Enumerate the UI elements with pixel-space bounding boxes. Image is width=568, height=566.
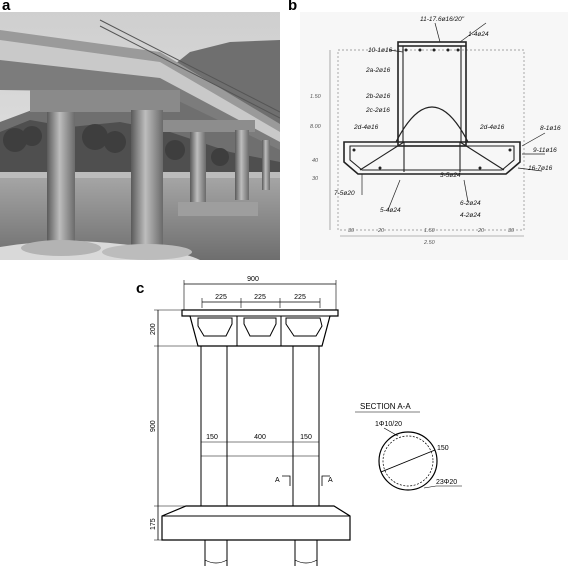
sketch-label-bar-9: 9-11ø16 xyxy=(533,147,557,154)
sketch-label-bar-16: 16-7ø16 xyxy=(528,165,553,172)
cad-column-dim-1: 150 xyxy=(206,434,218,441)
sketch-dim-bottom-150: 1.50 xyxy=(424,228,436,234)
pier-cad-drawing: 900 225 225 225 200 900 175 150 400 150 … xyxy=(150,276,462,566)
bridge-photo xyxy=(0,12,280,260)
sketch-label-bar-2b: 2b-2ø16 xyxy=(365,93,391,100)
sketch-dim-150: 1.50 xyxy=(310,94,322,100)
cad-section-title: SECTION A-A xyxy=(360,402,411,411)
cad-sub-dim-3: 225 xyxy=(294,294,306,301)
sketch-dim-40: 40 xyxy=(312,158,319,164)
panel-label-c: c xyxy=(136,280,145,297)
sketch-dim-bottom-20: 20 xyxy=(377,228,385,234)
sketch-dim-bottom-20r: 20 xyxy=(477,228,485,234)
cad-column-dim-3: 150 xyxy=(300,434,312,441)
sketch-label-bar-10: 10-1ø16 xyxy=(368,47,393,54)
sketch-label-bar-8: 8-1ø16 xyxy=(540,125,561,132)
cad-section-marker-right: A xyxy=(328,477,333,484)
sketch-label-bar-7: 7-5ø20 xyxy=(334,190,355,197)
sketch-label-bar-5: 5-4ø24 xyxy=(380,207,401,214)
sketch-label-top-bar: 11-17.6ø16/20" xyxy=(420,16,465,23)
panel-label-a: a xyxy=(2,0,11,14)
sketch-label-bar-2a: 2a-2ø16 xyxy=(365,67,391,74)
sketch-label-bar-1: 1-4ø24 xyxy=(468,31,489,38)
sketch-dim-total: 2.50 xyxy=(423,240,436,246)
panel-label-b: b xyxy=(288,0,298,14)
cad-section-marker-left: A xyxy=(275,477,280,484)
cad-left-dim-900: 900 xyxy=(150,420,157,432)
sketch-label-bar-4: 4-2ø24 xyxy=(460,212,481,219)
reinforcement-sketch: 11-17.6ø16/20" 1-4ø24 10-1ø16 2a-2ø16 2b… xyxy=(300,12,568,260)
cad-column-dim-2: 400 xyxy=(254,434,266,441)
cad-top-dim: 900 xyxy=(247,276,259,283)
sketch-dim-bottom-30r: 30 xyxy=(508,228,515,234)
cad-bars-label: 23Φ20 xyxy=(436,479,457,486)
sketch-label-bar-3: 3-5ø24 xyxy=(440,172,461,179)
cad-left-dim-200: 200 xyxy=(150,323,157,335)
sketch-label-bar-6: 6-2ø24 xyxy=(460,200,481,207)
cad-left-dim-175: 175 xyxy=(150,518,157,530)
sketch-dim-800: 8.00 xyxy=(310,124,322,130)
sketch-dim-30: 30 xyxy=(312,176,319,182)
cad-diameter: 150 xyxy=(437,445,449,452)
sketch-label-bar-2d-left: 2d-4ø16 xyxy=(353,124,379,131)
cad-sub-dim-1: 225 xyxy=(215,294,227,301)
sketch-label-bar-2c: 2c-2ø16 xyxy=(365,107,390,114)
cad-hoop-label: 1Φ10/20 xyxy=(375,421,402,428)
sketch-dim-bottom-30l: 30 xyxy=(348,228,355,234)
sketch-label-bar-2d-right: 2d-4ø16 xyxy=(479,124,505,131)
cad-sub-dim-2: 225 xyxy=(254,294,266,301)
